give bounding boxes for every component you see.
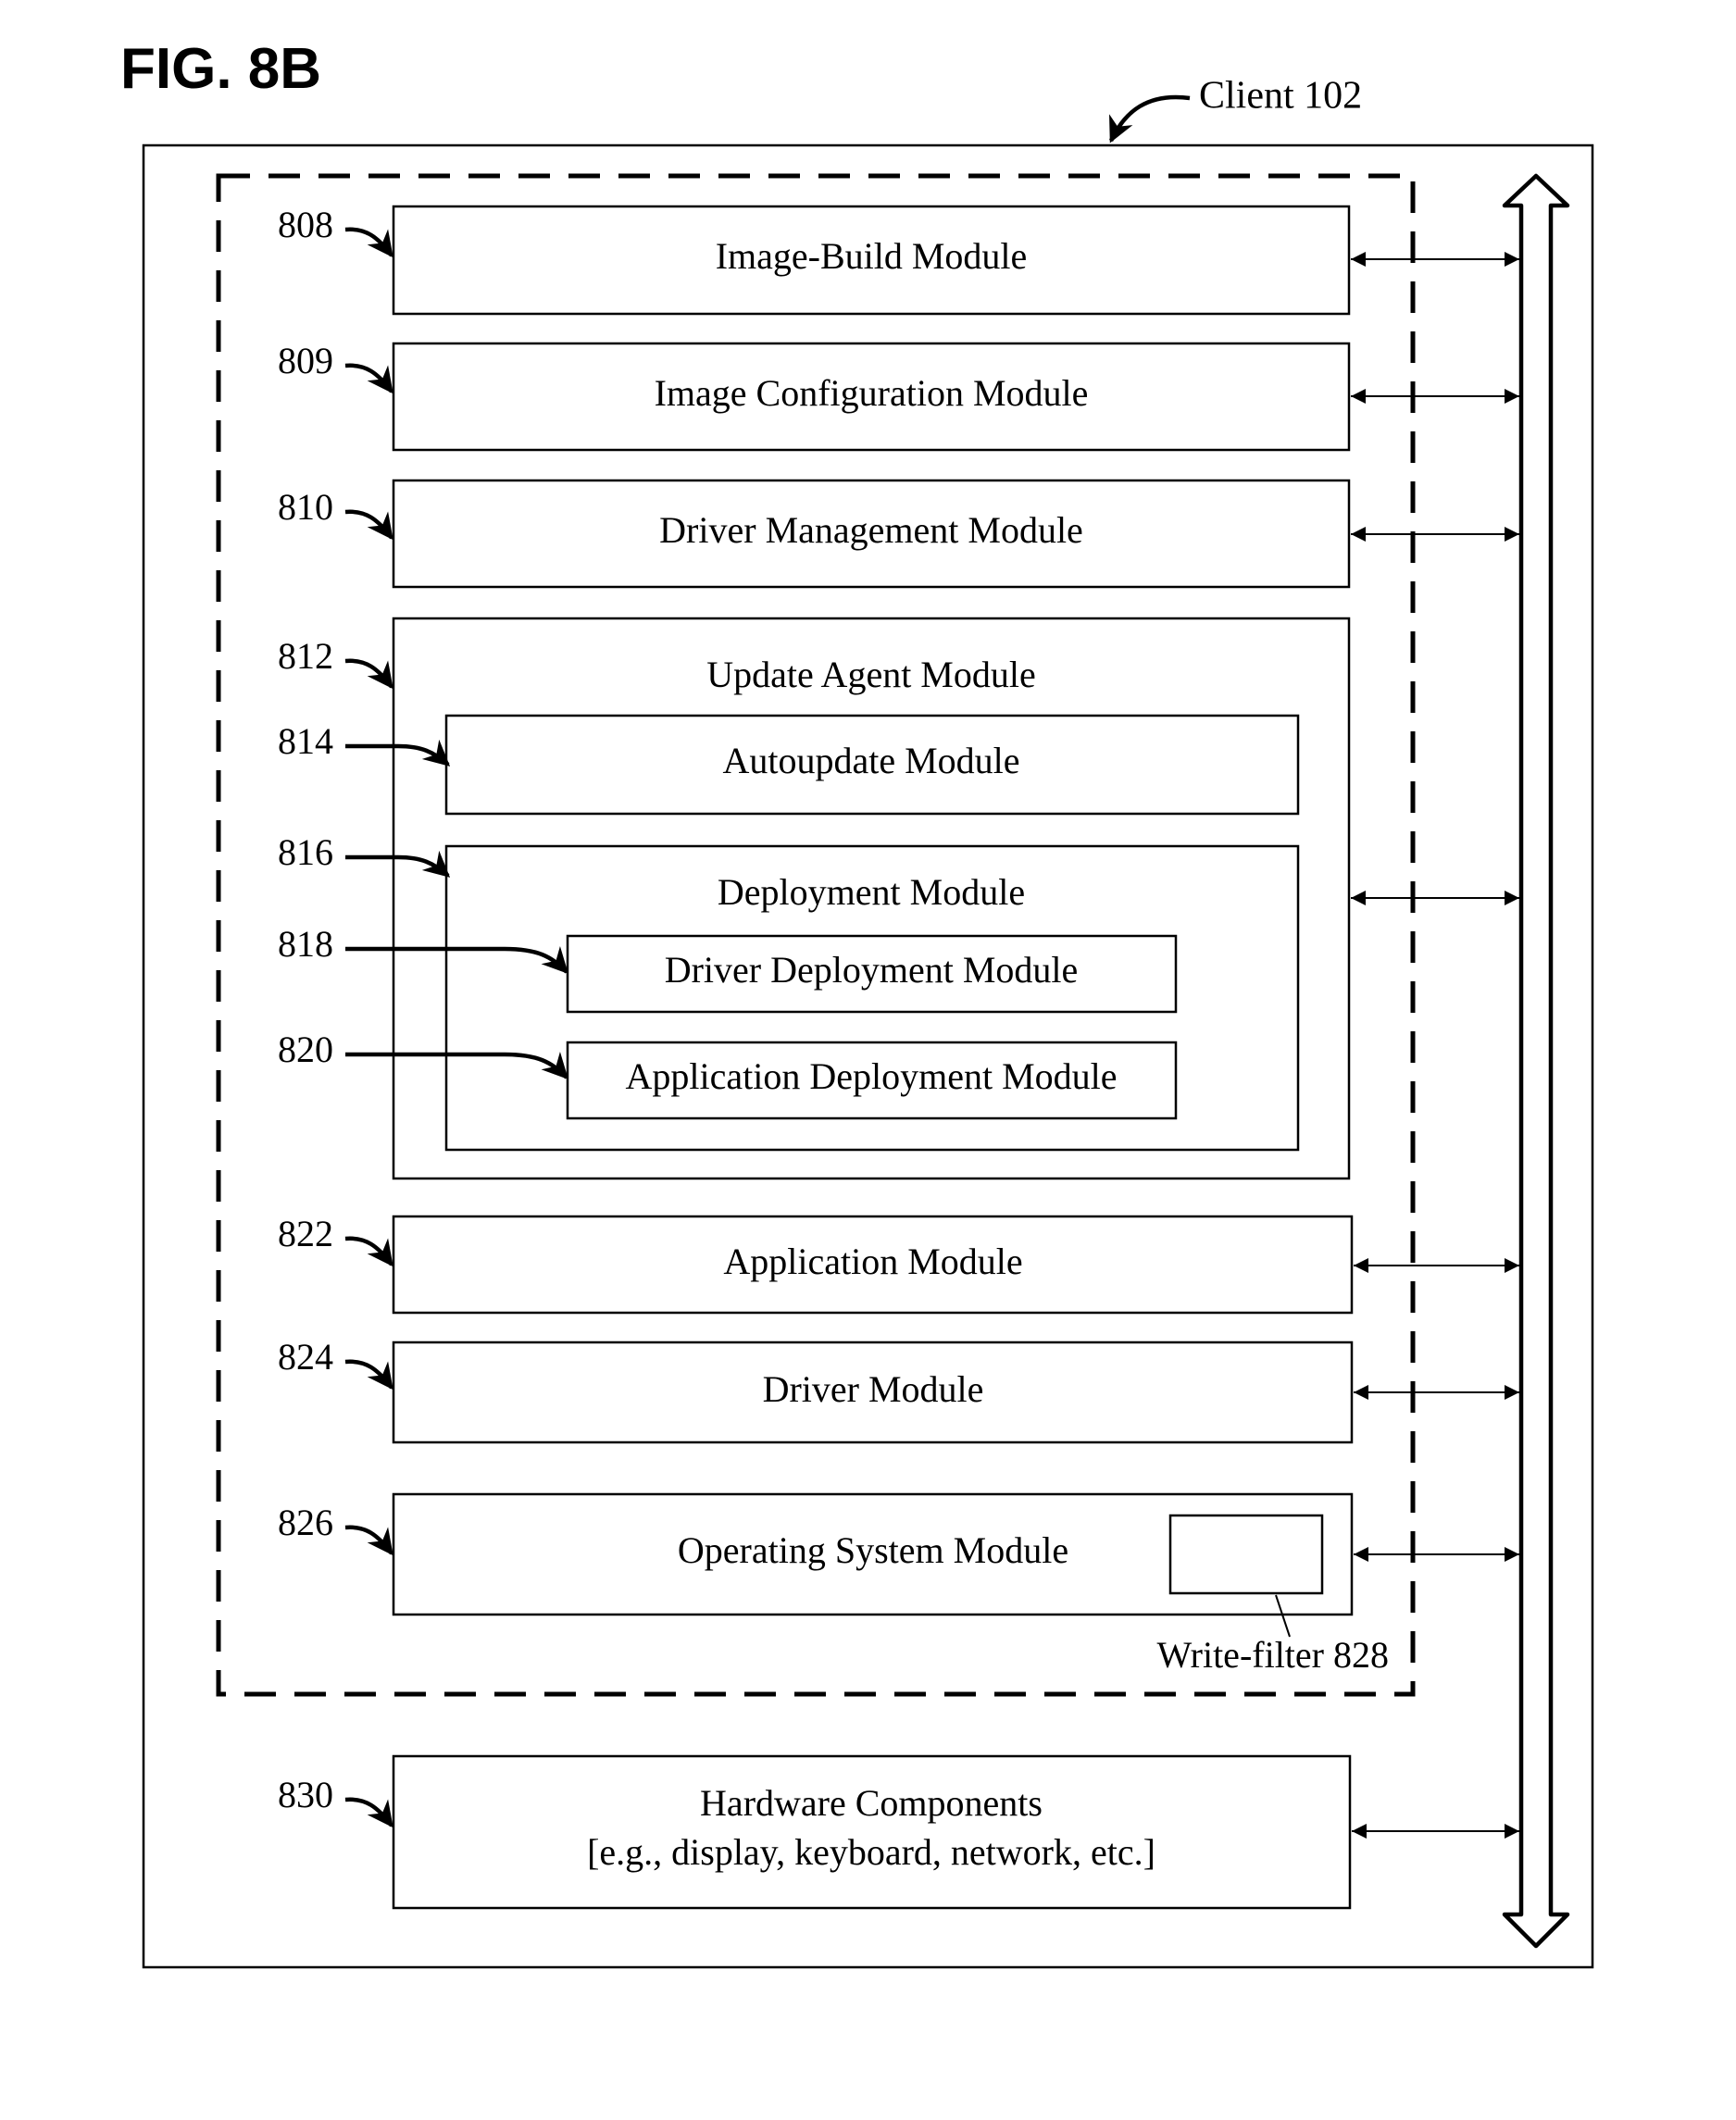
hardware-components: Hardware Components [e.g., display, keyb… bbox=[278, 1756, 1519, 1908]
image-build-module: Image-Build Module 808 bbox=[278, 204, 1519, 314]
hardware-label-line1: Hardware Components bbox=[700, 1782, 1043, 1824]
driver-management-module: Driver Management Module 810 bbox=[278, 480, 1519, 587]
ref-810-arrow bbox=[345, 512, 392, 538]
ref-808-arrow bbox=[345, 230, 392, 256]
write-filter-label: Write-filter 828 bbox=[1156, 1634, 1389, 1676]
ref-814: 814 bbox=[278, 720, 333, 762]
operating-system-module: Operating System Module 826 Write-filter… bbox=[278, 1494, 1519, 1676]
driver-module: Driver Module 824 bbox=[278, 1336, 1519, 1442]
ref-812-arrow bbox=[345, 661, 392, 687]
ref-826-arrow bbox=[345, 1528, 392, 1553]
driver-label: Driver Module bbox=[763, 1368, 984, 1410]
client-label: Client 102 bbox=[1199, 75, 1362, 118]
autoupdate-label: Autoupdate Module bbox=[722, 740, 1019, 781]
driver-deployment-label: Driver Deployment Module bbox=[665, 949, 1079, 991]
hardware-label-line2: [e.g., display, keyboard, network, etc.] bbox=[587, 1831, 1155, 1873]
ref-830: 830 bbox=[278, 1774, 333, 1815]
ref-824: 824 bbox=[278, 1336, 333, 1378]
system-bus-arrow bbox=[1505, 176, 1567, 1946]
ref-822: 822 bbox=[278, 1213, 333, 1254]
ref-816: 816 bbox=[278, 831, 333, 873]
ref-812: 812 bbox=[278, 635, 333, 677]
ref-820: 820 bbox=[278, 1029, 333, 1070]
application-label: Application Module bbox=[723, 1241, 1022, 1282]
ref-810: 810 bbox=[278, 486, 333, 528]
ref-809: 809 bbox=[278, 340, 333, 381]
ref-824-arrow bbox=[345, 1362, 392, 1388]
application-deployment-label: Application Deployment Module bbox=[625, 1055, 1117, 1097]
client-pointer-arrow bbox=[1111, 97, 1190, 141]
ref-818: 818 bbox=[278, 923, 333, 965]
image-configuration-label: Image Configuration Module bbox=[655, 372, 1089, 414]
operating-system-label: Operating System Module bbox=[678, 1529, 1068, 1571]
update-agent-module: Update Agent Module 812 Autoupdate Modul… bbox=[278, 618, 1519, 1178]
update-agent-label: Update Agent Module bbox=[706, 654, 1036, 695]
ref-809-arrow bbox=[345, 366, 392, 392]
image-build-label: Image-Build Module bbox=[716, 235, 1028, 277]
write-filter-box bbox=[1170, 1515, 1322, 1593]
driver-management-label: Driver Management Module bbox=[659, 509, 1083, 551]
ref-830-arrow bbox=[345, 1800, 392, 1826]
ref-826: 826 bbox=[278, 1502, 333, 1543]
ref-822-arrow bbox=[345, 1239, 392, 1265]
ref-808: 808 bbox=[278, 204, 333, 245]
image-configuration-module: Image Configuration Module 809 bbox=[278, 340, 1519, 450]
figure-label: FIG. 8B bbox=[120, 37, 321, 101]
application-module: Application Module 822 bbox=[278, 1213, 1519, 1313]
deployment-label: Deployment Module bbox=[718, 871, 1025, 913]
